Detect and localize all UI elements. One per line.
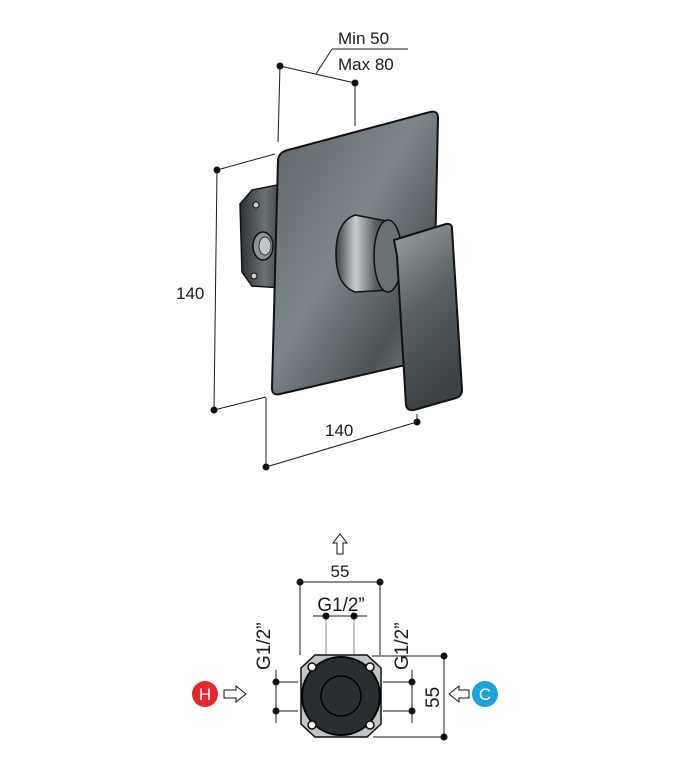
- width-55-label: 55: [331, 562, 350, 581]
- valve-front: [300, 654, 382, 738]
- handle-cylinder: [335, 214, 403, 293]
- outlet-thread-label: G1/2”: [317, 595, 365, 616]
- height-55-label: 55: [423, 687, 444, 708]
- arrow-right-icon: [223, 684, 247, 704]
- connection-view: 55 G1/2” G1/2” G1/2”: [192, 533, 498, 741]
- right-thread-label: G1/2”: [392, 622, 413, 670]
- left-thread-label: G1/2”: [254, 622, 275, 670]
- valve-body: [239, 183, 283, 289]
- width-label: 140: [325, 421, 353, 440]
- arrow-left-icon: [448, 684, 470, 704]
- cold-label: C: [479, 685, 491, 704]
- height-dimension: 140: [176, 153, 276, 414]
- arrow-up-icon: [331, 533, 349, 555]
- height-label: 140: [176, 284, 204, 303]
- depth-max-label: Max 80: [338, 55, 394, 74]
- handle-lever: [392, 222, 464, 412]
- width-dimension: 140: [262, 398, 421, 471]
- hot-badge: [192, 681, 218, 707]
- depth-min-label: Min 50: [338, 29, 389, 48]
- hot-label: H: [199, 685, 211, 704]
- depth-dimension: Min 50 Max 80: [276, 29, 408, 143]
- cold-badge: [472, 681, 498, 707]
- iso-product-view: Min 50 Max 80 140 140: [176, 29, 464, 471]
